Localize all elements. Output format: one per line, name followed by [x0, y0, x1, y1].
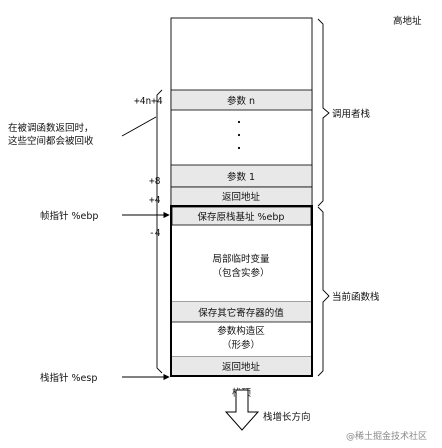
saved-registers-cell: [172, 302, 311, 322]
offset-minus-4: -4: [149, 228, 161, 239]
param-n-label: 参数 n: [227, 95, 255, 107]
arg-build-label-line2: （形参）: [222, 339, 260, 351]
current-stack-brace: [317, 206, 330, 377]
param-1-label: 参数 1: [227, 171, 255, 183]
saved-registers-label: 保存其它寄存器的值: [198, 307, 284, 319]
reclaimed-region-bracket: [156, 89, 163, 374]
current-return-address-cell: [172, 357, 311, 375]
growth-direction-arrow: [224, 389, 260, 431]
high-address-label: 高地址: [393, 15, 422, 27]
caller-stack-label: 调用者栈: [332, 108, 371, 120]
reclaimed-note-line2: 这些空间都会被回收: [8, 135, 94, 147]
current-stack-label: 当前函数栈: [332, 291, 380, 303]
current-stack-frame: [170, 205, 313, 377]
frame-pointer-label: 帧指针 %ebp: [40, 210, 98, 222]
watermark: @稀土掘金技术社区: [346, 430, 427, 442]
stack-pointer-label: 栈指针 %esp: [40, 372, 97, 384]
offset-plus-4: +4: [149, 195, 161, 206]
current-return-address-label: 返回地址: [222, 361, 261, 373]
offset-plus-8: +8: [149, 176, 161, 187]
reclaimed-note-line1: 在被调函数返回时，: [8, 122, 94, 134]
reclaimed-note-pointer: [121, 116, 157, 137]
saved-ebp-cell: [171, 206, 312, 226]
locals-label-line2: （包含实参）: [212, 267, 269, 279]
offset-4n4: +4n+4: [134, 96, 163, 107]
param-n-cell: [170, 89, 313, 111]
caller-stack-brace: [317, 18, 330, 207]
saved-ebp-label: 保存原栈基址 %ebp: [198, 211, 285, 223]
caller-return-address-label: 返回地址: [222, 191, 261, 203]
ellipsis-dots: [237, 120, 241, 150]
growth-direction-label: 栈增长方向: [263, 411, 311, 423]
arg-build-label-line1: 参数构造区: [217, 325, 265, 337]
locals-label-line1: 局部临时变量: [212, 253, 270, 265]
